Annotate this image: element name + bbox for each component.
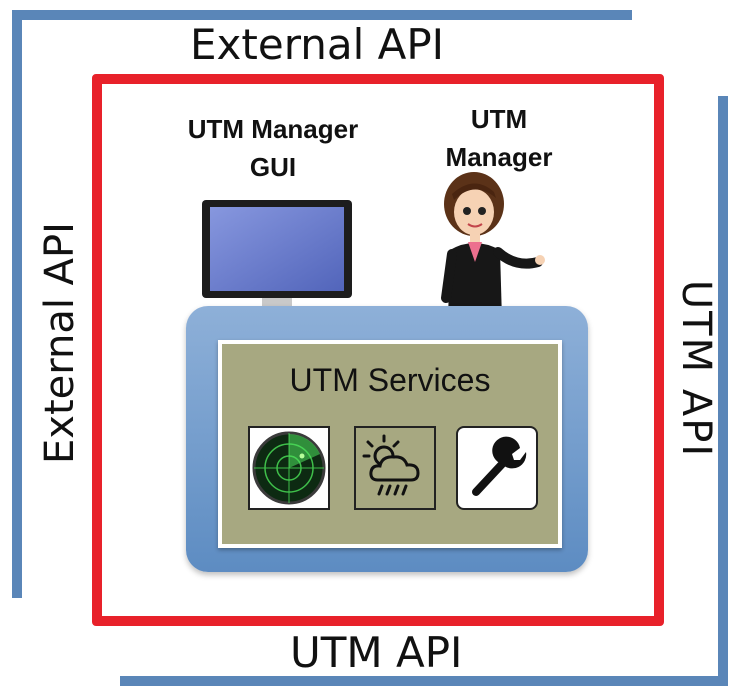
external-api-label-left: External API xyxy=(37,222,83,464)
services-title: UTM Services xyxy=(289,362,491,398)
external-api-frame-outer xyxy=(12,10,634,598)
utm-system-boundary xyxy=(92,74,664,626)
utm-api-label-right: UTM API xyxy=(673,279,719,459)
utm-manager-caption: UTM Manager xyxy=(445,104,553,172)
radar-icon xyxy=(252,431,326,505)
wrench-icon xyxy=(472,436,527,496)
utm-manager-gui-caption: UTM Manager GUI xyxy=(187,114,359,182)
weather-icon xyxy=(362,434,420,496)
monitor-icon xyxy=(202,200,352,326)
utm-api-label-bottom: UTM API xyxy=(290,628,463,677)
manager-person-icon xyxy=(441,172,545,320)
weather-tile xyxy=(354,426,436,510)
radar-tile xyxy=(248,426,330,510)
utm-api-frame xyxy=(120,96,728,686)
wrench-tile xyxy=(456,426,538,510)
external-api-label-top: External API xyxy=(190,20,445,69)
